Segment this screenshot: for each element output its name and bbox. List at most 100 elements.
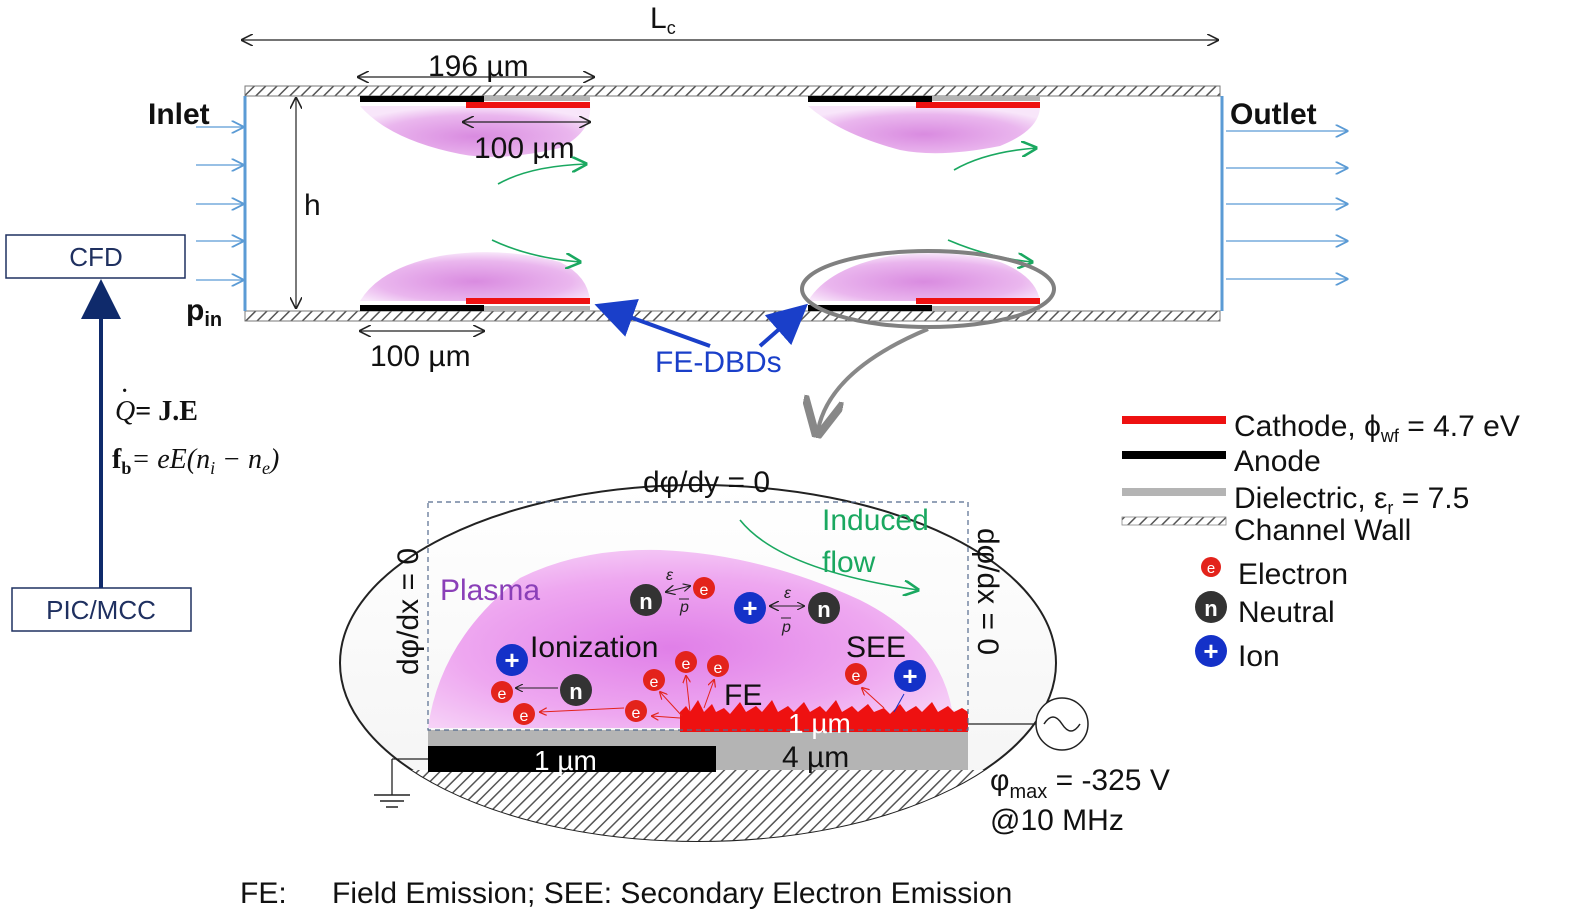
cathode-electrode xyxy=(916,298,1040,304)
cathode-length-label: 100 µm xyxy=(474,132,575,165)
zoom-channel-wall xyxy=(340,770,1056,841)
plasma-label: Plasma xyxy=(440,574,540,607)
anode-length-label: 100 µm xyxy=(370,340,471,373)
simulation-domain xyxy=(427,501,969,731)
right-boundary-condition: dφ/dx = 0 xyxy=(971,528,1004,655)
electron-particle: e xyxy=(625,700,647,722)
zoom-view: dφ/dy = 0 dφ/dx = 0 dφ/dx = 0 Induced fl… xyxy=(339,466,1170,842)
electron-particle: e xyxy=(513,703,535,725)
induced-flow-label-2: flow xyxy=(822,546,876,579)
svg-text:e: e xyxy=(498,686,507,703)
cathode-electrode xyxy=(466,298,590,304)
svg-text:+: + xyxy=(742,593,757,623)
legend-anode-label: Anode xyxy=(1234,445,1321,478)
legend-neutral-label: Neutral xyxy=(1238,596,1335,629)
footnote-abbr: FE: xyxy=(240,877,287,910)
cfd-box xyxy=(5,234,186,279)
legend-cathode-label: Cathode, ϕwf = 4.7 eV xyxy=(1234,410,1520,446)
channel-height-label: h xyxy=(304,189,321,222)
legend-dielectric-label: Dielectric, εr = 7.5 xyxy=(1234,482,1469,518)
svg-text:n: n xyxy=(1204,596,1217,621)
anode-electrode xyxy=(360,96,484,102)
plasma-region xyxy=(360,252,590,301)
ion-impact-arrow xyxy=(893,693,905,713)
frequency-label: @10 MHz xyxy=(990,804,1124,837)
fe-label: FE xyxy=(724,679,762,712)
cathode-electrode xyxy=(466,102,590,108)
fe-dbds-pointer xyxy=(594,299,711,348)
pic-mcc-label: PIC/MCC xyxy=(46,595,156,625)
ion-particle: + xyxy=(734,592,766,624)
anode-electrode xyxy=(360,305,484,311)
legend-electron-label: Electron xyxy=(1238,558,1348,591)
momentum-symbol: p xyxy=(679,599,689,616)
legend: Cathode, ϕwf = 4.7 eV Anode Dielectric, … xyxy=(1121,410,1520,673)
svg-text:e: e xyxy=(700,582,709,599)
svg-text:e: e xyxy=(520,708,529,725)
zoom-highlight-ellipse xyxy=(800,249,1056,329)
plasma-region xyxy=(808,106,1040,154)
phi-max-label: φmax = -325 V xyxy=(990,764,1170,803)
neutral-particle: n xyxy=(808,592,840,624)
inlet-label: Inlet xyxy=(148,98,210,131)
force-equation: fb= eE(ni − ne) xyxy=(112,444,279,478)
electron-path-arrow xyxy=(652,716,681,718)
top-channel-wall xyxy=(244,85,1221,97)
plasma-region xyxy=(808,253,1040,301)
ion-particle: + xyxy=(894,660,926,692)
electrode-span-label: 196 µm xyxy=(428,50,529,83)
channel: Lc Inlet Outlet pin h xyxy=(148,2,1347,430)
top-boundary-condition: dφ/dy = 0 xyxy=(643,466,770,499)
fe-dbds-label: FE-DBDs xyxy=(655,346,782,379)
cfd-label: CFD xyxy=(69,242,122,272)
electron-particle: e xyxy=(643,669,665,691)
outlet-arrows xyxy=(1226,131,1347,279)
anode-electrode xyxy=(808,305,932,311)
heat-equation: Q= J.E xyxy=(115,396,198,427)
momentum-symbol: p xyxy=(781,619,791,636)
svg-text:e: e xyxy=(632,705,641,722)
electron-particle: e xyxy=(675,651,697,673)
neutral-particle: n xyxy=(630,584,662,616)
svg-text:+: + xyxy=(902,661,917,691)
legend-wall-label: Channel Wall xyxy=(1234,514,1411,547)
anode-electrode xyxy=(808,96,932,102)
electron-path-arrow xyxy=(862,688,885,709)
legend-ion-icon: + xyxy=(1195,635,1227,667)
electron-path-arrow xyxy=(703,680,714,709)
legend-neutral-icon: n xyxy=(1195,591,1227,623)
heat-dot: · xyxy=(120,376,129,407)
ground-icon xyxy=(374,758,428,808)
electron-particle: e xyxy=(707,655,729,677)
electron-path-arrow xyxy=(660,692,683,717)
cathode-thickness-label: 1 µm xyxy=(788,708,851,739)
svg-text:+: + xyxy=(504,645,519,675)
legend-electron-icon: e xyxy=(1201,557,1221,577)
svg-text:e: e xyxy=(682,656,691,673)
inlet-arrows xyxy=(196,127,243,280)
coupling-panel: CFD PIC/MCC Q= J.E · fb= eE(ni − ne) xyxy=(5,234,279,632)
dielectric-length-label: 4 µm xyxy=(782,741,849,774)
legend-ion-label: Ion xyxy=(1238,640,1280,673)
inlet-pressure-label: pin xyxy=(186,294,222,331)
svg-text:n: n xyxy=(569,679,582,704)
ac-source-icon xyxy=(968,697,1089,751)
cathode-electrode xyxy=(916,102,1040,108)
svg-text:+: + xyxy=(1203,636,1218,666)
bottom-channel-wall xyxy=(244,310,1221,322)
svg-text:e: e xyxy=(1207,560,1215,577)
ionization-label: Ionization xyxy=(530,631,658,664)
zoom-anode xyxy=(428,746,716,772)
energy-symbol: ε xyxy=(666,567,674,584)
left-boundary-condition: dφ/dx = 0 xyxy=(392,548,425,675)
neutral-particle: n xyxy=(560,674,592,706)
electron-particle: e xyxy=(491,681,513,703)
particles: n e ε p + n ε p + n e e e e e e xyxy=(491,567,926,725)
anode-thickness-label: 1 µm xyxy=(534,745,597,776)
svg-text:n: n xyxy=(817,597,830,622)
induced-flow-arrow xyxy=(739,519,918,590)
electron-particle: e xyxy=(693,577,715,599)
footnote-text: Field Emission; SEE: Secondary Electron … xyxy=(332,877,1012,910)
svg-text:e: e xyxy=(650,674,659,691)
